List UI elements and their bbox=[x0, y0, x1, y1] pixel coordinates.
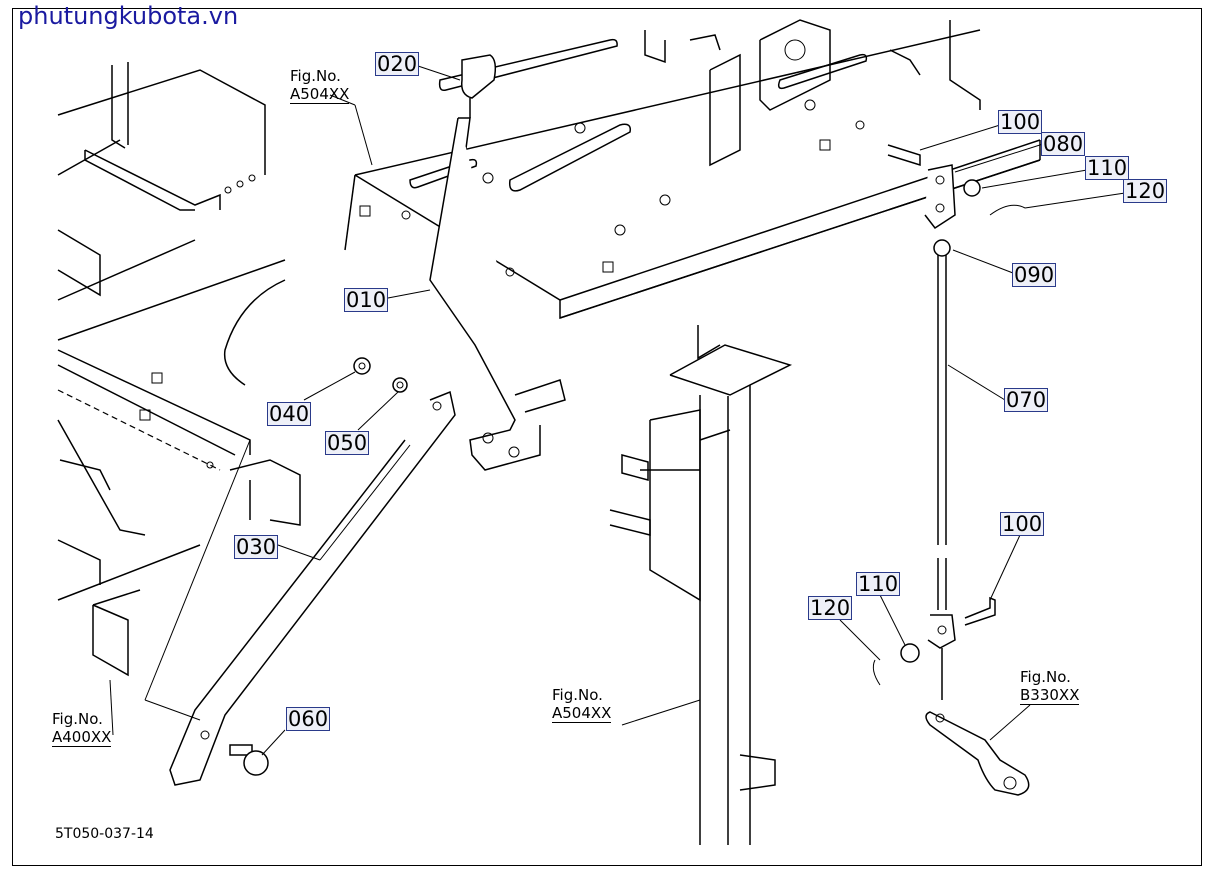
fig-ref-number: B330XX bbox=[1020, 686, 1080, 705]
fig-ref-right[interactable]: Fig.No. B330XX bbox=[1020, 668, 1080, 705]
bolt-060 bbox=[229, 744, 269, 776]
part-label-020[interactable]: 020 bbox=[375, 52, 420, 76]
part-label-100-bottom[interactable]: 100 bbox=[1000, 512, 1045, 536]
part-label-120-bottom[interactable]: 120 bbox=[808, 596, 853, 620]
nut-washer bbox=[353, 357, 408, 393]
fig-ref-label: Fig.No. bbox=[52, 710, 103, 728]
part-label-070[interactable]: 070 bbox=[1004, 388, 1049, 412]
left-frame bbox=[57, 62, 301, 677]
part-label-080[interactable]: 080 bbox=[1041, 132, 1086, 156]
part-label-050[interactable]: 050 bbox=[325, 431, 370, 455]
fig-ref-top[interactable]: Fig.No. A504XX bbox=[290, 67, 350, 104]
part-label-030[interactable]: 030 bbox=[234, 535, 279, 559]
part-label-120-top[interactable]: 120 bbox=[1123, 179, 1168, 203]
leader-lines bbox=[109, 65, 1126, 756]
part-label-090[interactable]: 090 bbox=[1012, 263, 1057, 287]
lever-010 bbox=[429, 54, 566, 471]
fig-ref-label: Fig.No. bbox=[290, 67, 341, 85]
part-label-060[interactable]: 060 bbox=[286, 707, 331, 731]
arm-b330 bbox=[925, 711, 1030, 796]
fig-ref-number: A400XX bbox=[52, 728, 112, 747]
drawing-code: 5T050-037-14 bbox=[55, 826, 154, 842]
part-label-110-top[interactable]: 110 bbox=[1085, 156, 1130, 180]
part-label-040[interactable]: 040 bbox=[267, 402, 312, 426]
fig-ref-bottom-mid[interactable]: Fig.No. A504XX bbox=[552, 686, 612, 723]
rod-030 bbox=[169, 390, 456, 786]
rod-070 bbox=[872, 144, 1026, 700]
vertical-post bbox=[609, 325, 793, 845]
fig-ref-label: Fig.No. bbox=[552, 686, 603, 704]
fig-ref-label: Fig.No. bbox=[1020, 668, 1071, 686]
part-label-110-bottom[interactable]: 110 bbox=[856, 572, 901, 596]
drawing-frame bbox=[12, 8, 1202, 866]
fig-ref-number: A504XX bbox=[552, 704, 612, 723]
fig-ref-bottom-left[interactable]: Fig.No. A400XX bbox=[52, 710, 112, 747]
part-label-010[interactable]: 010 bbox=[344, 288, 389, 312]
part-label-100-top[interactable]: 100 bbox=[998, 110, 1043, 134]
site-watermark: phutungkubota.vn bbox=[18, 2, 239, 30]
fig-ref-number: A504XX bbox=[290, 85, 350, 104]
